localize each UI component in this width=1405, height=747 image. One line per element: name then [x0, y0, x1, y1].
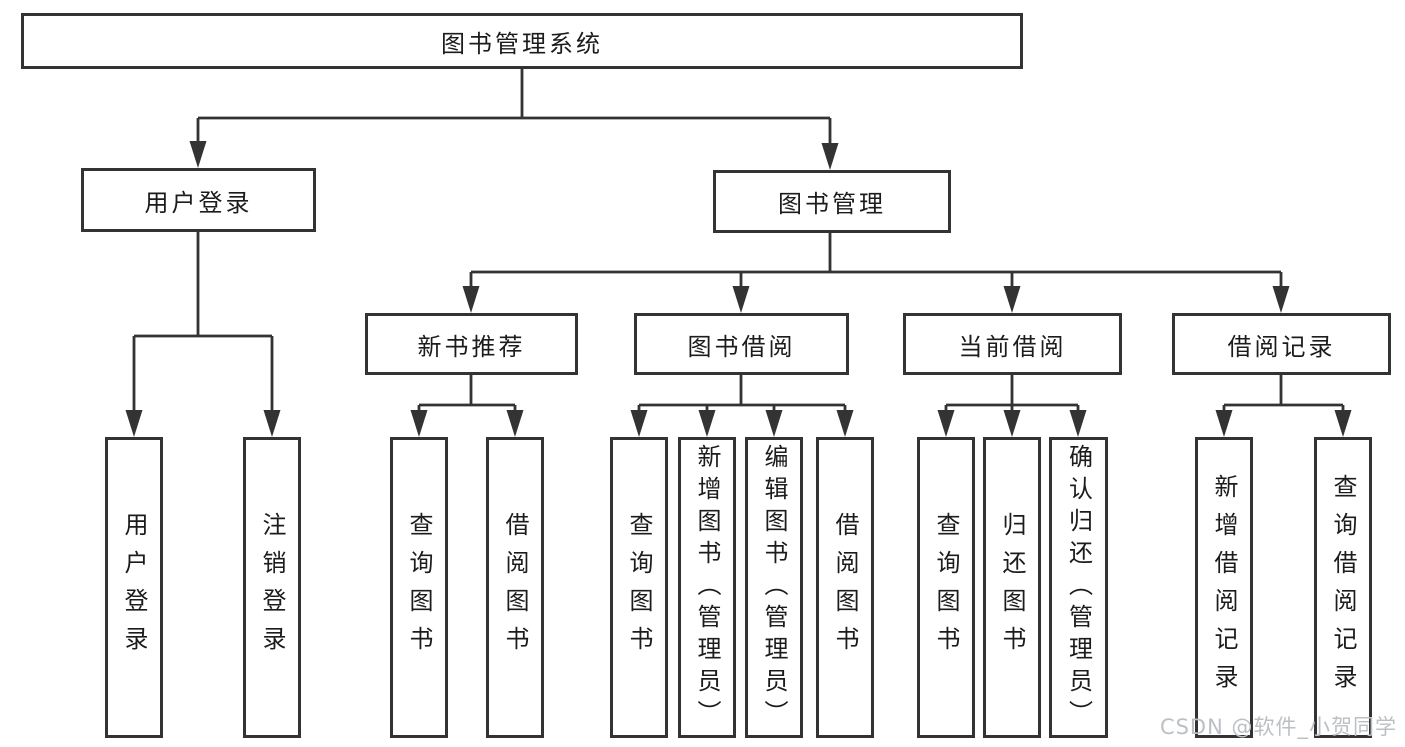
leaf-label: 查询图书: [625, 511, 653, 664]
leaf-label: 借阅图书: [831, 511, 859, 664]
leaf-label: 新增借阅记录: [1210, 473, 1238, 702]
leaf-edit-books-admin: 编辑图书（管理员）: [745, 437, 803, 738]
arrowhead-icon: [732, 286, 750, 313]
node-current-borrow-label: 当前借阅: [958, 332, 1067, 361]
arrowhead-icon: [263, 410, 281, 437]
node-new-book-recommend-label: 新书推荐: [417, 332, 526, 361]
book-management-to-level3-connector: [462, 233, 1290, 313]
leaf-label: 用户登录: [120, 511, 148, 664]
root-to-level2-connector: [189, 69, 839, 170]
arrowhead-icon: [189, 141, 207, 168]
new-book-recommend-branch-connector: [410, 375, 524, 437]
arrowhead-icon: [1069, 410, 1087, 437]
arrowhead-icon: [821, 143, 839, 170]
leaf-logout: 注销登录: [243, 437, 301, 738]
leaf-label: 新增图书（管理员）: [693, 443, 721, 732]
leaf-query-books-current: 查询图书: [917, 437, 975, 738]
leaf-label: 借阅图书: [501, 511, 529, 664]
arrowhead-icon: [1215, 410, 1233, 437]
leaf-label: 查询图书: [932, 511, 960, 664]
leaf-add-books-admin: 新增图书（管理员）: [678, 437, 736, 738]
leaf-query-books-borrow: 查询图书: [610, 437, 668, 738]
arrowhead-icon: [462, 286, 480, 313]
arrowhead-icon: [1272, 286, 1290, 313]
node-root: 图书管理系统: [21, 13, 1023, 69]
node-new-book-recommend: 新书推荐: [365, 313, 578, 375]
node-root-label: 图书管理系统: [441, 29, 603, 58]
leaf-borrow-books: 借阅图书: [816, 437, 874, 738]
leaf-label: 注销登录: [258, 511, 286, 664]
leaf-query-borrow-record: 查询借阅记录: [1314, 437, 1372, 738]
book-borrow-branch-connector: [630, 375, 854, 437]
arrowhead-icon: [410, 410, 428, 437]
node-current-borrow: 当前借阅: [903, 313, 1122, 375]
arrowhead-icon: [1334, 410, 1352, 437]
arrowhead-icon: [1003, 410, 1021, 437]
watermark: CSDN @软件_小贺同学: [1159, 715, 1397, 739]
arrowhead-icon: [506, 410, 524, 437]
arrowhead-icon: [765, 410, 783, 437]
node-borrow-records-label: 借阅记录: [1227, 332, 1336, 361]
leaf-user-login: 用户登录: [105, 437, 163, 738]
node-book-management: 图书管理: [713, 170, 951, 233]
borrow-records-branch-connector: [1215, 375, 1352, 437]
current-borrow-branch-connector: [937, 375, 1087, 437]
leaf-add-borrow-record: 新增借阅记录: [1195, 437, 1253, 738]
arrowhead-icon: [125, 410, 143, 437]
arrowhead-icon: [937, 410, 955, 437]
leaf-return-books: 归还图书: [983, 437, 1041, 738]
node-user-login: 用户登录: [81, 168, 316, 232]
leaf-label: 归还图书: [998, 511, 1026, 664]
leaf-label: 确认归还（管理员）: [1064, 443, 1093, 732]
leaf-query-books-recommend: 查询图书: [390, 437, 448, 738]
arrowhead-icon: [698, 410, 716, 437]
leaf-confirm-return-admin: 确认归还（管理员）: [1049, 437, 1108, 738]
node-book-borrow-label: 图书借阅: [687, 332, 796, 361]
arrowhead-icon: [1003, 286, 1021, 313]
node-borrow-records: 借阅记录: [1172, 313, 1391, 375]
arrowhead-icon: [836, 410, 854, 437]
leaf-label: 查询图书: [405, 511, 433, 664]
leaf-label: 编辑图书（管理员）: [760, 443, 788, 732]
node-book-borrow: 图书借阅: [634, 313, 849, 375]
node-book-management-label: 图书管理: [778, 190, 886, 218]
leaf-label: 查询借阅记录: [1329, 473, 1357, 702]
node-user-login-label: 用户登录: [144, 188, 253, 217]
arrowhead-icon: [630, 410, 648, 437]
leaf-borrow-books-recommend: 借阅图书: [486, 437, 544, 738]
user-login-branch-connector: [125, 232, 281, 437]
